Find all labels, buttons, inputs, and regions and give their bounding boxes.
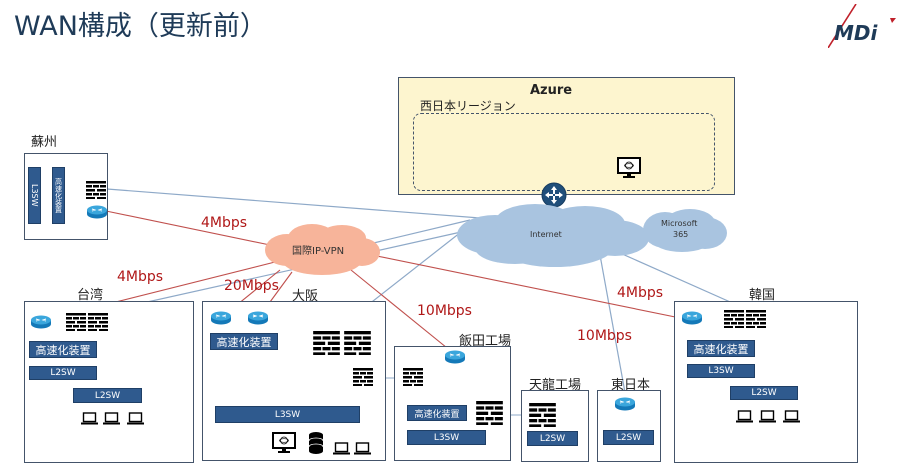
site-korea <box>674 301 858 463</box>
bandwidth-suzhou: 4Mbps <box>201 215 248 231</box>
taiwan-wan-optimizer: 高速化装置 <box>29 341 97 358</box>
site-label-tenryu: 天龍工場 <box>529 378 582 393</box>
laptop-icon <box>354 440 371 459</box>
iida-wan-optimizer: 高速化装置 <box>407 405 467 421</box>
laptop-icon <box>736 408 753 427</box>
router-icon <box>210 310 232 329</box>
firewall-icon <box>344 331 371 359</box>
laptop-icon <box>127 410 144 429</box>
line-suzhou-vpn <box>105 210 271 246</box>
bandwidth-iida: 10Mbps <box>417 303 472 319</box>
korea-l3sw: L3SW <box>687 364 755 378</box>
server-monitor-icon <box>272 432 296 458</box>
router-icon <box>86 204 108 223</box>
line-korea-vpn <box>371 254 691 321</box>
firewall-icon <box>724 310 744 332</box>
firewall-icon <box>746 310 766 332</box>
site-label-osaka: 大阪 <box>292 289 319 304</box>
taiwan-l2sw-access: L2SW <box>73 388 142 403</box>
line-suzhou-internet <box>106 188 481 219</box>
firewall-icon <box>313 331 340 359</box>
internet-gateway-router-icon <box>541 182 567 212</box>
bandwidth-taiwan: 4Mbps <box>117 269 164 285</box>
microsoft365-label-2: 365 <box>673 230 689 239</box>
line-vpn-internet <box>364 219 471 246</box>
iida-l3sw: L3SW <box>407 430 486 445</box>
line-iida-vpn <box>350 269 453 353</box>
router-icon <box>444 349 466 368</box>
azure-container <box>398 77 735 195</box>
osaka-wan-optimizer: 高速化装置 <box>210 333 278 350</box>
laptop-icon <box>783 408 800 427</box>
internet-label: Internet <box>530 230 562 239</box>
line-higashinihon-internet <box>599 254 627 399</box>
laptop-icon <box>759 408 776 427</box>
bandwidth-osaka: 20Mbps <box>224 278 279 294</box>
site-label-taiwan: 台湾 <box>77 288 104 303</box>
site-label-iida: 飯田工場 <box>459 334 512 349</box>
internet-cloud <box>455 200 655 274</box>
taiwan-l2sw-core: L2SW <box>29 366 97 380</box>
vm-monitor-icon <box>617 157 641 183</box>
firewall-icon <box>66 313 86 335</box>
vpn-label: 国際IP-VPN <box>292 246 345 257</box>
site-label-korea: 韓国 <box>749 288 776 303</box>
line-korea-internet <box>619 252 747 310</box>
firewall-icon <box>403 368 423 390</box>
router-icon <box>30 314 52 333</box>
higashinihon-l2sw: L2SW <box>603 430 654 445</box>
bandwidth-korea: 4Mbps <box>617 285 664 301</box>
page-title: WAN構成（更新前） <box>14 11 267 42</box>
site-taiwan <box>24 301 194 463</box>
microsoft365-label-1: Microsoft <box>661 219 698 228</box>
firewall-icon <box>88 313 108 335</box>
korea-l2sw: L2SW <box>730 386 798 400</box>
firewall-icon <box>353 368 373 390</box>
azure-title: Azure <box>530 83 573 98</box>
microsoft365-cloud <box>640 205 730 259</box>
site-label-suzhou: 蘇州 <box>31 135 58 150</box>
suzhou-wan-optimizer: 高速化装置 <box>52 167 65 224</box>
suzhou-l3sw: L3SW <box>28 167 41 224</box>
router-icon <box>681 310 703 329</box>
bandwidth-higashinihon: 10Mbps <box>577 328 632 344</box>
site-label-higashinihon: 東日本 <box>611 378 651 393</box>
line-taiwan-internet <box>97 229 471 314</box>
osaka-l3sw: L3SW <box>215 406 360 423</box>
logo-text: MDi <box>834 21 879 45</box>
laptop-icon <box>333 440 350 459</box>
router-icon <box>247 310 269 329</box>
firewall-icon <box>86 181 106 203</box>
firewall-icon <box>529 403 556 431</box>
tenryu-l2sw: L2SW <box>527 431 578 446</box>
azure-region-box <box>413 113 715 191</box>
firewall-icon <box>476 401 503 429</box>
router-icon <box>614 396 636 415</box>
mdi-logo: MDi <box>827 3 900 52</box>
laptop-icon <box>81 410 98 429</box>
korea-wan-optimizer: 高速化装置 <box>687 340 755 357</box>
laptop-icon <box>103 410 120 429</box>
azure-region-label: 西日本リージョン <box>420 99 516 113</box>
database-icon <box>308 431 324 459</box>
vpn-cloud <box>262 222 382 282</box>
